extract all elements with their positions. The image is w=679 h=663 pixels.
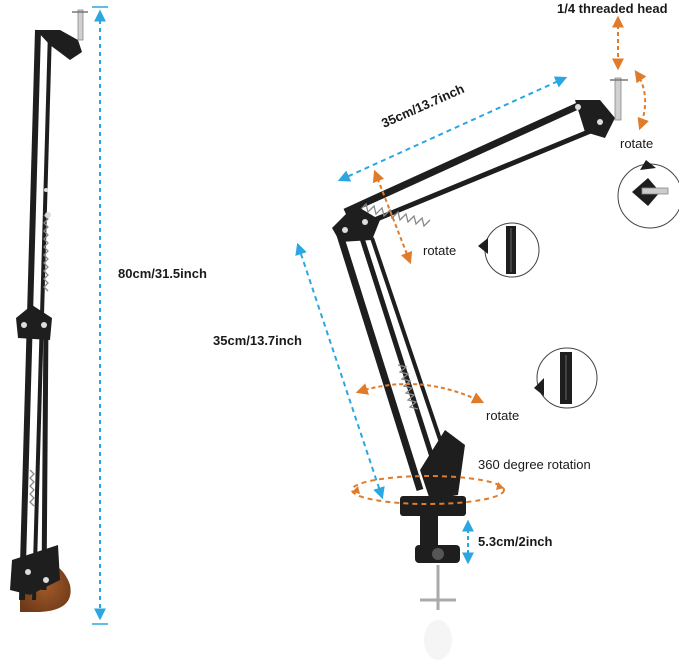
elbow-detail-callout (478, 222, 540, 278)
lower-rotate-label: rotate (486, 408, 519, 423)
clamp-height-label: 5.3cm/2inch (478, 534, 552, 549)
base-rotation-label: 360 degree rotation (478, 457, 591, 472)
lower-rotate-arc (355, 383, 485, 404)
total-height-label: 80cm/31.5inch (118, 266, 207, 281)
lower-detail-callout (534, 347, 598, 409)
top-arm-length-label: 35cm/13.7inch (379, 81, 466, 131)
base-rotation-ellipse (351, 475, 505, 505)
threaded-head-label: 1/4 threaded head (557, 1, 668, 16)
head-rotate-arc (634, 70, 649, 131)
lower-arm-length-label: 35cm/13.7inch (213, 333, 302, 348)
lower-arm-length-arrow (295, 242, 385, 500)
elbow-rotate-arrow (372, 169, 413, 265)
elbow-rotate-label: rotate (423, 243, 456, 258)
head-detail-callout (617, 160, 679, 229)
folded-stand (10, 9, 88, 612)
head-rotate-label: rotate (620, 136, 653, 151)
